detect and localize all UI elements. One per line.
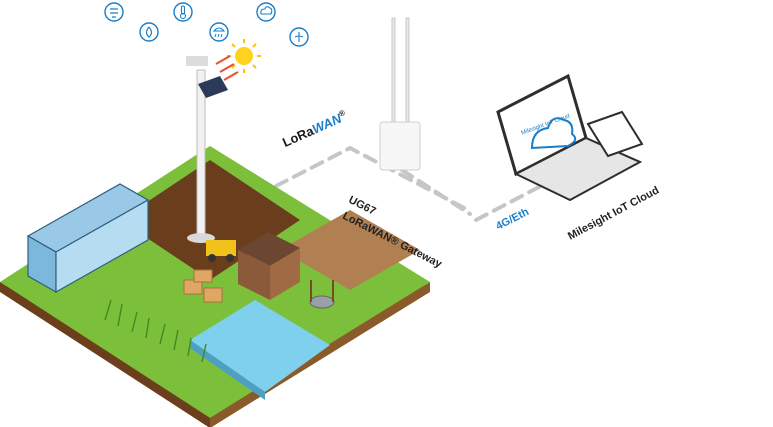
weather-station: [186, 56, 228, 243]
barn: [238, 232, 300, 300]
pressure-icon: [256, 2, 276, 22]
crates: [183, 269, 223, 303]
crop-field: [104, 299, 207, 363]
humidity-icon: [139, 22, 159, 42]
soil-icon: [289, 27, 309, 47]
tractor: [206, 240, 236, 262]
temperature-icon: [173, 2, 193, 22]
wind-icon: [104, 2, 124, 22]
phone: [586, 110, 644, 158]
rain-icon: [209, 22, 229, 42]
well: [309, 280, 335, 309]
sunray-arrows: [215, 55, 239, 81]
pond: [190, 300, 330, 400]
gateway-device: [379, 17, 421, 171]
greenhouse: [26, 183, 150, 294]
sun-icon: [227, 39, 261, 73]
